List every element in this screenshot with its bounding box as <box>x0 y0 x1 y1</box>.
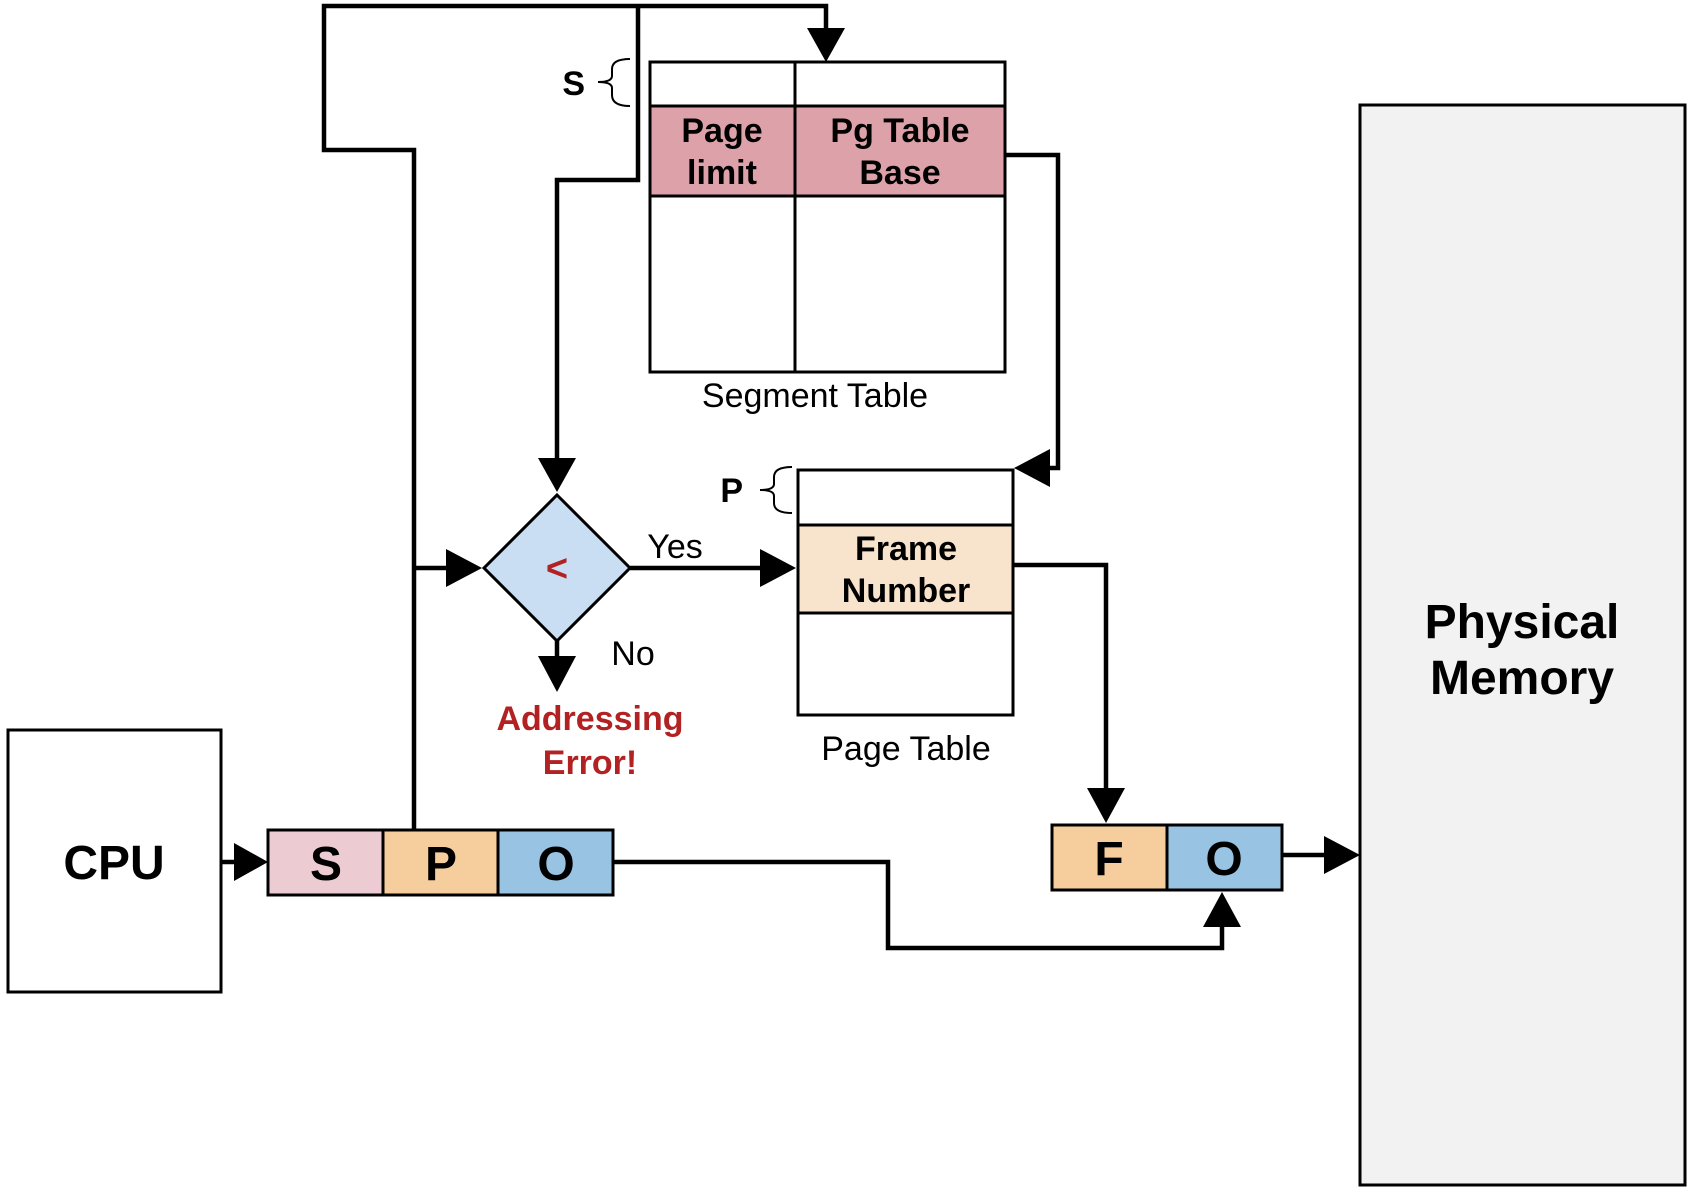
page-table-frame-line2: Number <box>842 572 970 610</box>
triangle-arrowhead-icon <box>1324 836 1360 874</box>
comparator-symbol: < <box>546 548 568 590</box>
cpu-label: CPU <box>63 837 164 890</box>
physical-memory: Physical Memory <box>1358 103 1687 1187</box>
left-curly-brace-icon <box>759 466 793 514</box>
triangle-arrowhead-icon <box>1203 892 1241 927</box>
physical-memory-label-line2: Memory <box>1430 652 1614 705</box>
segment-table-limit-line2: limit <box>687 154 757 192</box>
comparator-yes-label: Yes <box>647 528 702 566</box>
virtual-address: S P O <box>266 828 615 897</box>
physical-address-frame-label: F <box>1094 833 1123 886</box>
physical-address-offset-label: O <box>1205 833 1242 886</box>
segment-table-base-line2: Base <box>859 154 940 192</box>
connectors <box>221 3 1360 951</box>
physical-memory-label-line1: Physical <box>1425 596 1620 649</box>
wire-table-base-to-page-table <box>1005 152 1061 471</box>
triangle-arrowhead-icon <box>234 843 268 881</box>
triangle-arrowhead-icon <box>807 28 845 62</box>
physical-address: F O <box>1050 823 1284 892</box>
page-table-caption: Page Table <box>821 730 991 768</box>
segment-table-entry-limit <box>648 104 797 198</box>
virtual-address-segment-cell <box>266 828 385 897</box>
triangle-arrowhead-icon <box>760 549 796 587</box>
segment-table-limit-line1: Page <box>681 112 762 150</box>
segment-table-caption: Segment Table <box>702 377 928 415</box>
wire-page-limit-to-comparator <box>554 6 641 460</box>
triangle-arrowhead-icon <box>538 458 576 492</box>
comparator-no-label: No <box>611 635 654 673</box>
triangle-arrowhead-icon <box>1087 788 1125 823</box>
wire-frame-number-to-physical-address <box>1013 562 1109 790</box>
triangle-arrowhead-icon <box>446 549 482 587</box>
wire-segment-index-to-table <box>321 3 829 830</box>
page-table: Frame Number Page Table P <box>720 466 1015 768</box>
addressing-error-line1: Addressing <box>496 700 683 738</box>
addressing-error-line2: Error! <box>543 744 637 782</box>
virtual-address-segment-label: S <box>310 838 342 891</box>
page-index-label: P <box>720 472 743 510</box>
virtual-address-page-label: P <box>425 838 457 891</box>
physical-address-offset-cell <box>1165 823 1284 892</box>
wire-offset-to-physical-offset <box>613 859 1225 951</box>
comparator: < Yes No <box>481 492 703 673</box>
cpu-block: CPU <box>6 728 223 994</box>
page-table-frame-entry <box>796 523 1015 615</box>
virtual-address-offset-cell <box>496 828 615 897</box>
segment-table: Page limit Pg Table Base Segment Table S <box>562 58 1007 415</box>
physical-memory-box <box>1358 103 1687 1187</box>
segment-index-label: S <box>562 65 585 103</box>
addressing-error: Addressing Error! <box>496 700 683 782</box>
virtual-address-offset-label: O <box>537 838 574 891</box>
cpu-box <box>6 728 223 994</box>
page-table-frame-line1: Frame <box>855 530 957 568</box>
left-curly-brace-icon <box>597 58 631 107</box>
triangle-arrowhead-icon <box>1014 449 1050 487</box>
triangle-arrowhead-icon <box>538 656 576 692</box>
segment-table-base-line1: Pg Table <box>830 112 969 150</box>
